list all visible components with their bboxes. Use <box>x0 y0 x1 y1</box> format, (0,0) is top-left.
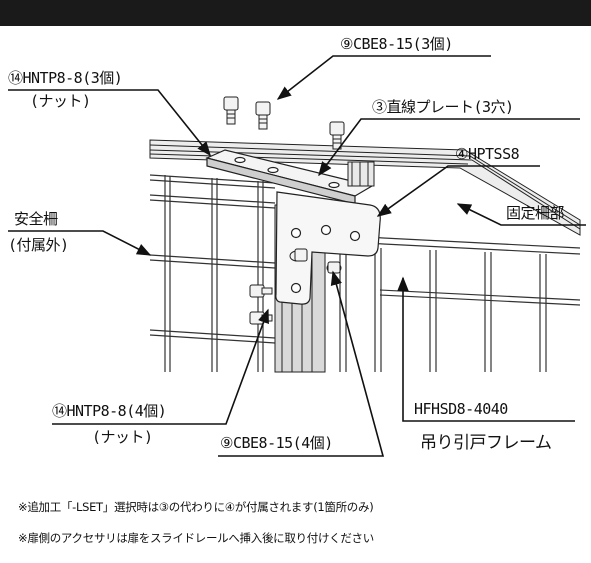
straight-plate <box>205 149 374 205</box>
note-door-accessory: ※扉側のアクセサリは扉をスライドレールへ挿入後に取り付けください <box>18 531 374 545</box>
label-hntp-bottom-sub: (ナット) <box>92 428 153 446</box>
label-hntp-top-sub: (ナット) <box>30 92 91 110</box>
label-straight-plate: ③直線プレート(3穴) <box>372 98 514 116</box>
label-hntp-top: ⑭HNTP8-8(3個) <box>8 69 123 87</box>
label-hntp-bottom: ⑭HNTP8-8(4個) <box>52 402 167 420</box>
safety-fence-grid <box>149 174 276 372</box>
label-hfhsd: HFHSD8-4040 <box>414 400 508 418</box>
top-screws <box>223 96 345 150</box>
l-plate <box>275 191 381 305</box>
note-lset: ※追加工「-LSET」選択時は③の代わりに④が付属されます(1箇所のみ) <box>18 500 374 514</box>
label-cbe-bottom: ⑨CBE8-15(4個) <box>220 434 333 452</box>
rail-bracket <box>347 161 375 187</box>
leader-lines <box>8 55 586 457</box>
label-cbe-top: ⑨CBE8-15(3個) <box>340 35 453 53</box>
label-fixed-fence: 固定柵部 <box>506 204 565 222</box>
label-hptss: ④HPTSS8 <box>455 145 520 163</box>
label-safety-fence-sub: (付属外) <box>8 236 69 254</box>
label-sliding-frame: 吊り引戸フレーム <box>420 433 552 453</box>
label-safety-fence: 安全柵 <box>14 210 58 228</box>
sliding-frame-grid <box>324 234 581 372</box>
header-bar <box>0 0 591 26</box>
